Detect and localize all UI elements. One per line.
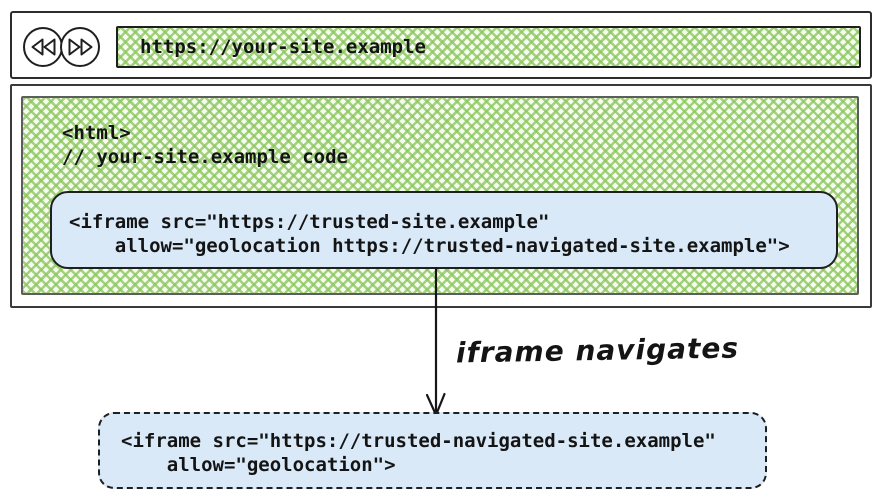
html-tag-line: <html>: [62, 122, 131, 144]
iframe-src-line: <iframe src="https://trusted-site.exampl…: [69, 211, 550, 233]
url-bar[interactable]: https://your-site.example: [116, 26, 861, 68]
iframe-allow-line: allow="geolocation https://trusted-navig…: [69, 235, 790, 257]
rewind-icon: [31, 38, 55, 56]
forward-button[interactable]: [60, 27, 100, 67]
navigated-iframe-src-line: <iframe src="https://trusted-navigated-s…: [121, 430, 716, 452]
arrow-label: iframe navigates: [455, 331, 740, 370]
fast-forward-icon: [68, 38, 92, 56]
browser-window: <html> // your-site.example code <iframe…: [10, 84, 872, 308]
iframe-code-box: <iframe src="https://trusted-site.exampl…: [50, 191, 838, 269]
url-text: https://your-site.example: [140, 36, 426, 58]
down-arrow: [425, 267, 446, 418]
page-content-area: <html> // your-site.example code <iframe…: [21, 96, 859, 295]
page-source-code: <html> // your-site.example code: [62, 121, 348, 169]
navigated-iframe-code-box: <iframe src="https://trusted-navigated-s…: [98, 412, 767, 489]
browser-chrome-bar: https://your-site.example: [10, 11, 872, 79]
back-button[interactable]: [23, 27, 63, 67]
navigated-iframe-allow-line: allow="geolocation">: [121, 454, 396, 476]
site-code-comment-line: // your-site.example code: [62, 146, 348, 168]
